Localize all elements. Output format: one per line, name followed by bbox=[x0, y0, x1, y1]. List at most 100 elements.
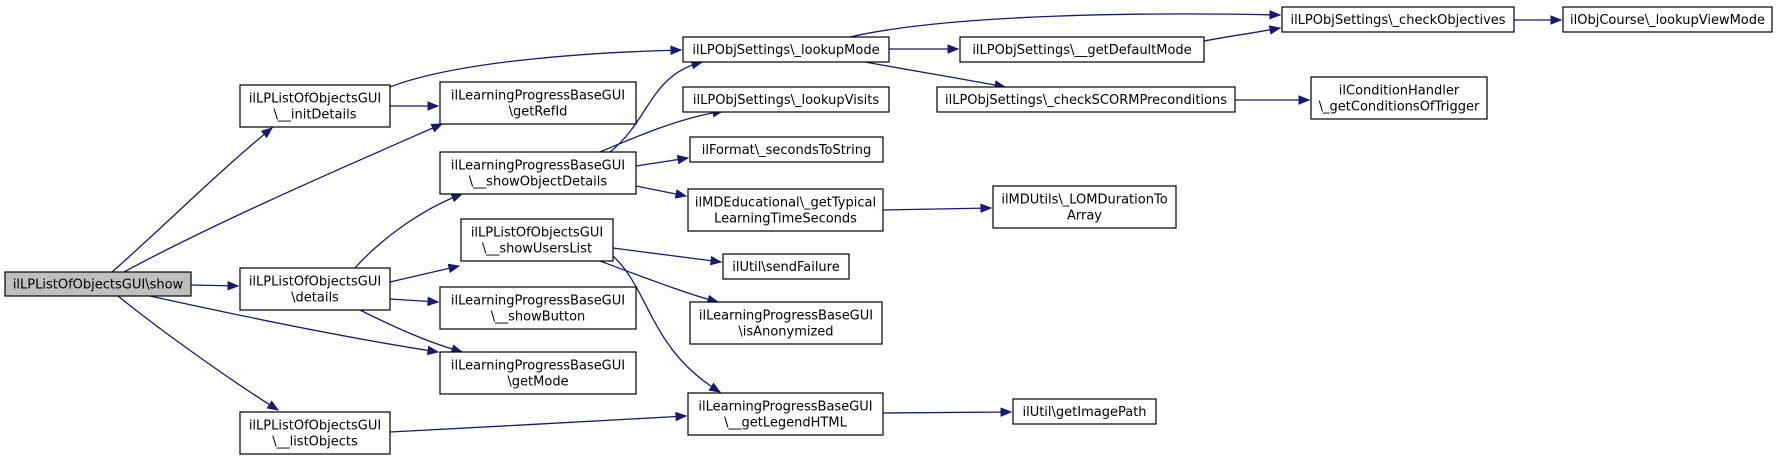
node-box-lomDuration bbox=[992, 185, 1177, 229]
node-root[interactable]: ilLPListOfObjectsGUI\show bbox=[4, 271, 192, 297]
node-label-getLegendHTML-1: \__getLegendHTML bbox=[724, 416, 847, 431]
node-label-getLegendHTML-0: ilLearningProgressBaseGUI bbox=[698, 400, 872, 415]
edge-root-to-getMode bbox=[149, 295, 439, 353]
node-label-listObjects-0: ilLPListOfObjectsGUI bbox=[249, 419, 381, 434]
node-getImagePath[interactable]: ilUtil\getImagePath bbox=[1012, 398, 1157, 425]
arrowhead-lomDuration bbox=[980, 203, 993, 213]
node-label-lomDuration-0: ilMDUtils\_LOMDurationTo bbox=[1001, 193, 1167, 208]
arrowhead-getRefId bbox=[430, 123, 444, 133]
node-showButton[interactable]: ilLearningProgressBaseGUI\__showButton bbox=[439, 286, 637, 330]
node-label-getRefId-0: ilLearningProgressBaseGUI bbox=[451, 89, 625, 104]
edges-layer bbox=[111, 10, 1563, 433]
node-box-lookupMode bbox=[682, 36, 890, 63]
node-label-showObjectDetails-0: ilLearningProgressBaseGUI bbox=[451, 159, 625, 174]
node-label-checkObjectives-0: ilLPObjSettings\_checkObjectives bbox=[1290, 13, 1505, 28]
node-label-getTypical-1: LearningTimeSeconds bbox=[714, 212, 857, 227]
arrowhead-getTypical bbox=[674, 189, 688, 199]
edge-showUsersList-to-sendFailure bbox=[612, 247, 722, 263]
node-details[interactable]: ilLPListOfObjectsGUI\details bbox=[239, 267, 391, 311]
node-label-getMode-1: \getMode bbox=[507, 375, 568, 390]
node-listObjects[interactable]: ilLPListOfObjectsGUI\__listObjects bbox=[239, 411, 391, 455]
arrowhead-getRefId bbox=[427, 101, 440, 111]
edge-initDetails-to-lookupMode bbox=[389, 49, 682, 88]
arrowhead-showButton bbox=[427, 296, 440, 307]
edge-getDefaultMode-to-checkObjectives bbox=[1203, 27, 1281, 42]
node-checkObjectives[interactable]: ilLPObjSettings\_checkObjectives bbox=[1281, 6, 1515, 33]
node-label-sendFailure-0: ilUtil\sendFailure bbox=[732, 260, 839, 275]
node-getLegendHTML[interactable]: ilLearningProgressBaseGUI\__getLegendHTM… bbox=[687, 392, 884, 436]
nodes-layer: ilLPListOfObjectsGUI\show ilLPListOfObjec… bbox=[4, 6, 1773, 455]
node-label-initDetails-0: ilLPListOfObjectsGUI bbox=[249, 92, 381, 107]
arrowhead-getLegendHTML bbox=[675, 411, 688, 422]
node-box-root bbox=[4, 271, 192, 297]
edge-lookupMode-to-checkObjectives bbox=[849, 13, 1281, 38]
node-sendFailure[interactable]: ilUtil\sendFailure bbox=[722, 253, 850, 280]
node-label-getRefId-1: \getRefId bbox=[509, 105, 568, 120]
edge-details-to-showObjectDetails bbox=[354, 193, 463, 269]
node-box-getMode bbox=[439, 351, 637, 395]
node-lookupVisits[interactable]: ilLPObjSettings\_lookupVisits bbox=[682, 86, 890, 113]
node-label-getMode-0: ilLearningProgressBaseGUI bbox=[451, 359, 625, 374]
node-conditionHandler[interactable]: ilConditionHandler\_getConditionsOfTrigg… bbox=[1310, 76, 1488, 120]
node-box-checkSCORM bbox=[936, 86, 1236, 113]
node-box-checkObjectives bbox=[1281, 6, 1515, 33]
node-showUsersList[interactable]: ilLPListOfObjectsGUI\__showUsersList bbox=[460, 218, 614, 262]
edge-details-to-getMode bbox=[359, 309, 463, 353]
node-box-lookupViewMode bbox=[1562, 6, 1773, 33]
edge-root-to-getRefId bbox=[123, 123, 443, 273]
node-getDefaultMode[interactable]: ilLPObjSettings\__getDefaultMode bbox=[959, 36, 1205, 63]
arrowhead-conditionHandler bbox=[1298, 95, 1311, 105]
node-label-lookupViewMode-0: ilObjCourse\_lookupViewMode bbox=[1570, 13, 1765, 28]
node-box-getImagePath bbox=[1012, 398, 1157, 425]
node-lookupMode[interactable]: ilLPObjSettings\_lookupMode bbox=[682, 36, 890, 63]
edge-showObjectDetails-to-lookupVisits bbox=[599, 110, 724, 153]
node-box-showUsersList bbox=[460, 218, 614, 262]
node-label-lomDuration-1: Array bbox=[1067, 209, 1102, 224]
node-label-showButton-0: ilLearningProgressBaseGUI bbox=[451, 294, 625, 309]
node-label-isAnonymized-1: \isAnonymized bbox=[738, 325, 833, 340]
arrowhead-showUsersList bbox=[447, 263, 461, 273]
node-label-details-0: ilLPListOfObjectsGUI bbox=[249, 275, 381, 290]
node-label-getTypical-0: ilMDEducational\_getTypical bbox=[695, 196, 876, 211]
node-checkSCORM[interactable]: ilLPObjSettings\_checkSCORMPreconditions bbox=[936, 86, 1236, 113]
edge-getTypical-to-lomDuration bbox=[882, 207, 992, 211]
arrowhead-getMode bbox=[426, 345, 440, 356]
node-isAnonymized[interactable]: ilLearningProgressBaseGUI\isAnonymized bbox=[689, 301, 883, 345]
node-box-sendFailure bbox=[722, 253, 850, 280]
node-box-isAnonymized bbox=[689, 301, 883, 345]
node-getRefId[interactable]: ilLearningProgressBaseGUI\getRefId bbox=[439, 81, 637, 125]
edge-root-to-listObjects bbox=[117, 295, 279, 411]
node-lookupViewMode[interactable]: ilObjCourse\_lookupViewMode bbox=[1562, 6, 1773, 33]
node-box-getTypical bbox=[687, 188, 884, 232]
arrowhead-details bbox=[227, 281, 240, 291]
arrowhead-lookupViewMode bbox=[1550, 15, 1563, 25]
arrowhead-getImagePath bbox=[1000, 407, 1013, 417]
node-label-secondsToString-0: ilFormat\_secondsToString bbox=[702, 143, 872, 158]
node-showObjectDetails[interactable]: ilLearningProgressBaseGUI\__showObjectDe… bbox=[439, 151, 637, 195]
arrowhead-secondsToString bbox=[676, 154, 690, 165]
node-label-isAnonymized-0: ilLearningProgressBaseGUI bbox=[699, 309, 873, 324]
node-box-initDetails bbox=[239, 84, 391, 128]
arrowhead-getLegendHTML bbox=[708, 382, 722, 393]
node-box-listObjects bbox=[239, 411, 391, 455]
node-label-listObjects-1: \__listObjects bbox=[272, 435, 358, 450]
edge-showObjectDetails-to-lookupMode bbox=[609, 61, 703, 153]
node-label-checkSCORM-0: ilLPObjSettings\_checkSCORMPreconditions bbox=[945, 93, 1227, 108]
node-box-showObjectDetails bbox=[439, 151, 637, 195]
node-box-getDefaultMode bbox=[959, 36, 1205, 63]
node-label-showUsersList-0: ilLPListOfObjectsGUI bbox=[471, 226, 603, 241]
arrowhead-getDefaultMode bbox=[947, 44, 960, 54]
node-getMode[interactable]: ilLearningProgressBaseGUI\getMode bbox=[439, 351, 637, 395]
node-initDetails[interactable]: ilLPListOfObjectsGUI\__initDetails bbox=[239, 84, 391, 128]
node-label-getDefaultMode-0: ilLPObjSettings\__getDefaultMode bbox=[972, 43, 1191, 58]
arrowhead-checkObjectives bbox=[1269, 10, 1282, 20]
node-secondsToString[interactable]: ilFormat\_secondsToString bbox=[689, 136, 884, 163]
node-getTypical[interactable]: ilMDEducational\_getTypicalLearningTimeS… bbox=[687, 188, 884, 232]
arrowhead-checkObjectives bbox=[1268, 25, 1282, 35]
arrowhead-lookupMode bbox=[670, 45, 683, 56]
node-box-lookupVisits bbox=[682, 86, 890, 113]
edge-details-to-showUsersList bbox=[389, 265, 460, 283]
arrowhead-sendFailure bbox=[709, 255, 723, 266]
node-label-conditionHandler-1: \_getConditionsOfTrigger bbox=[1319, 100, 1480, 115]
